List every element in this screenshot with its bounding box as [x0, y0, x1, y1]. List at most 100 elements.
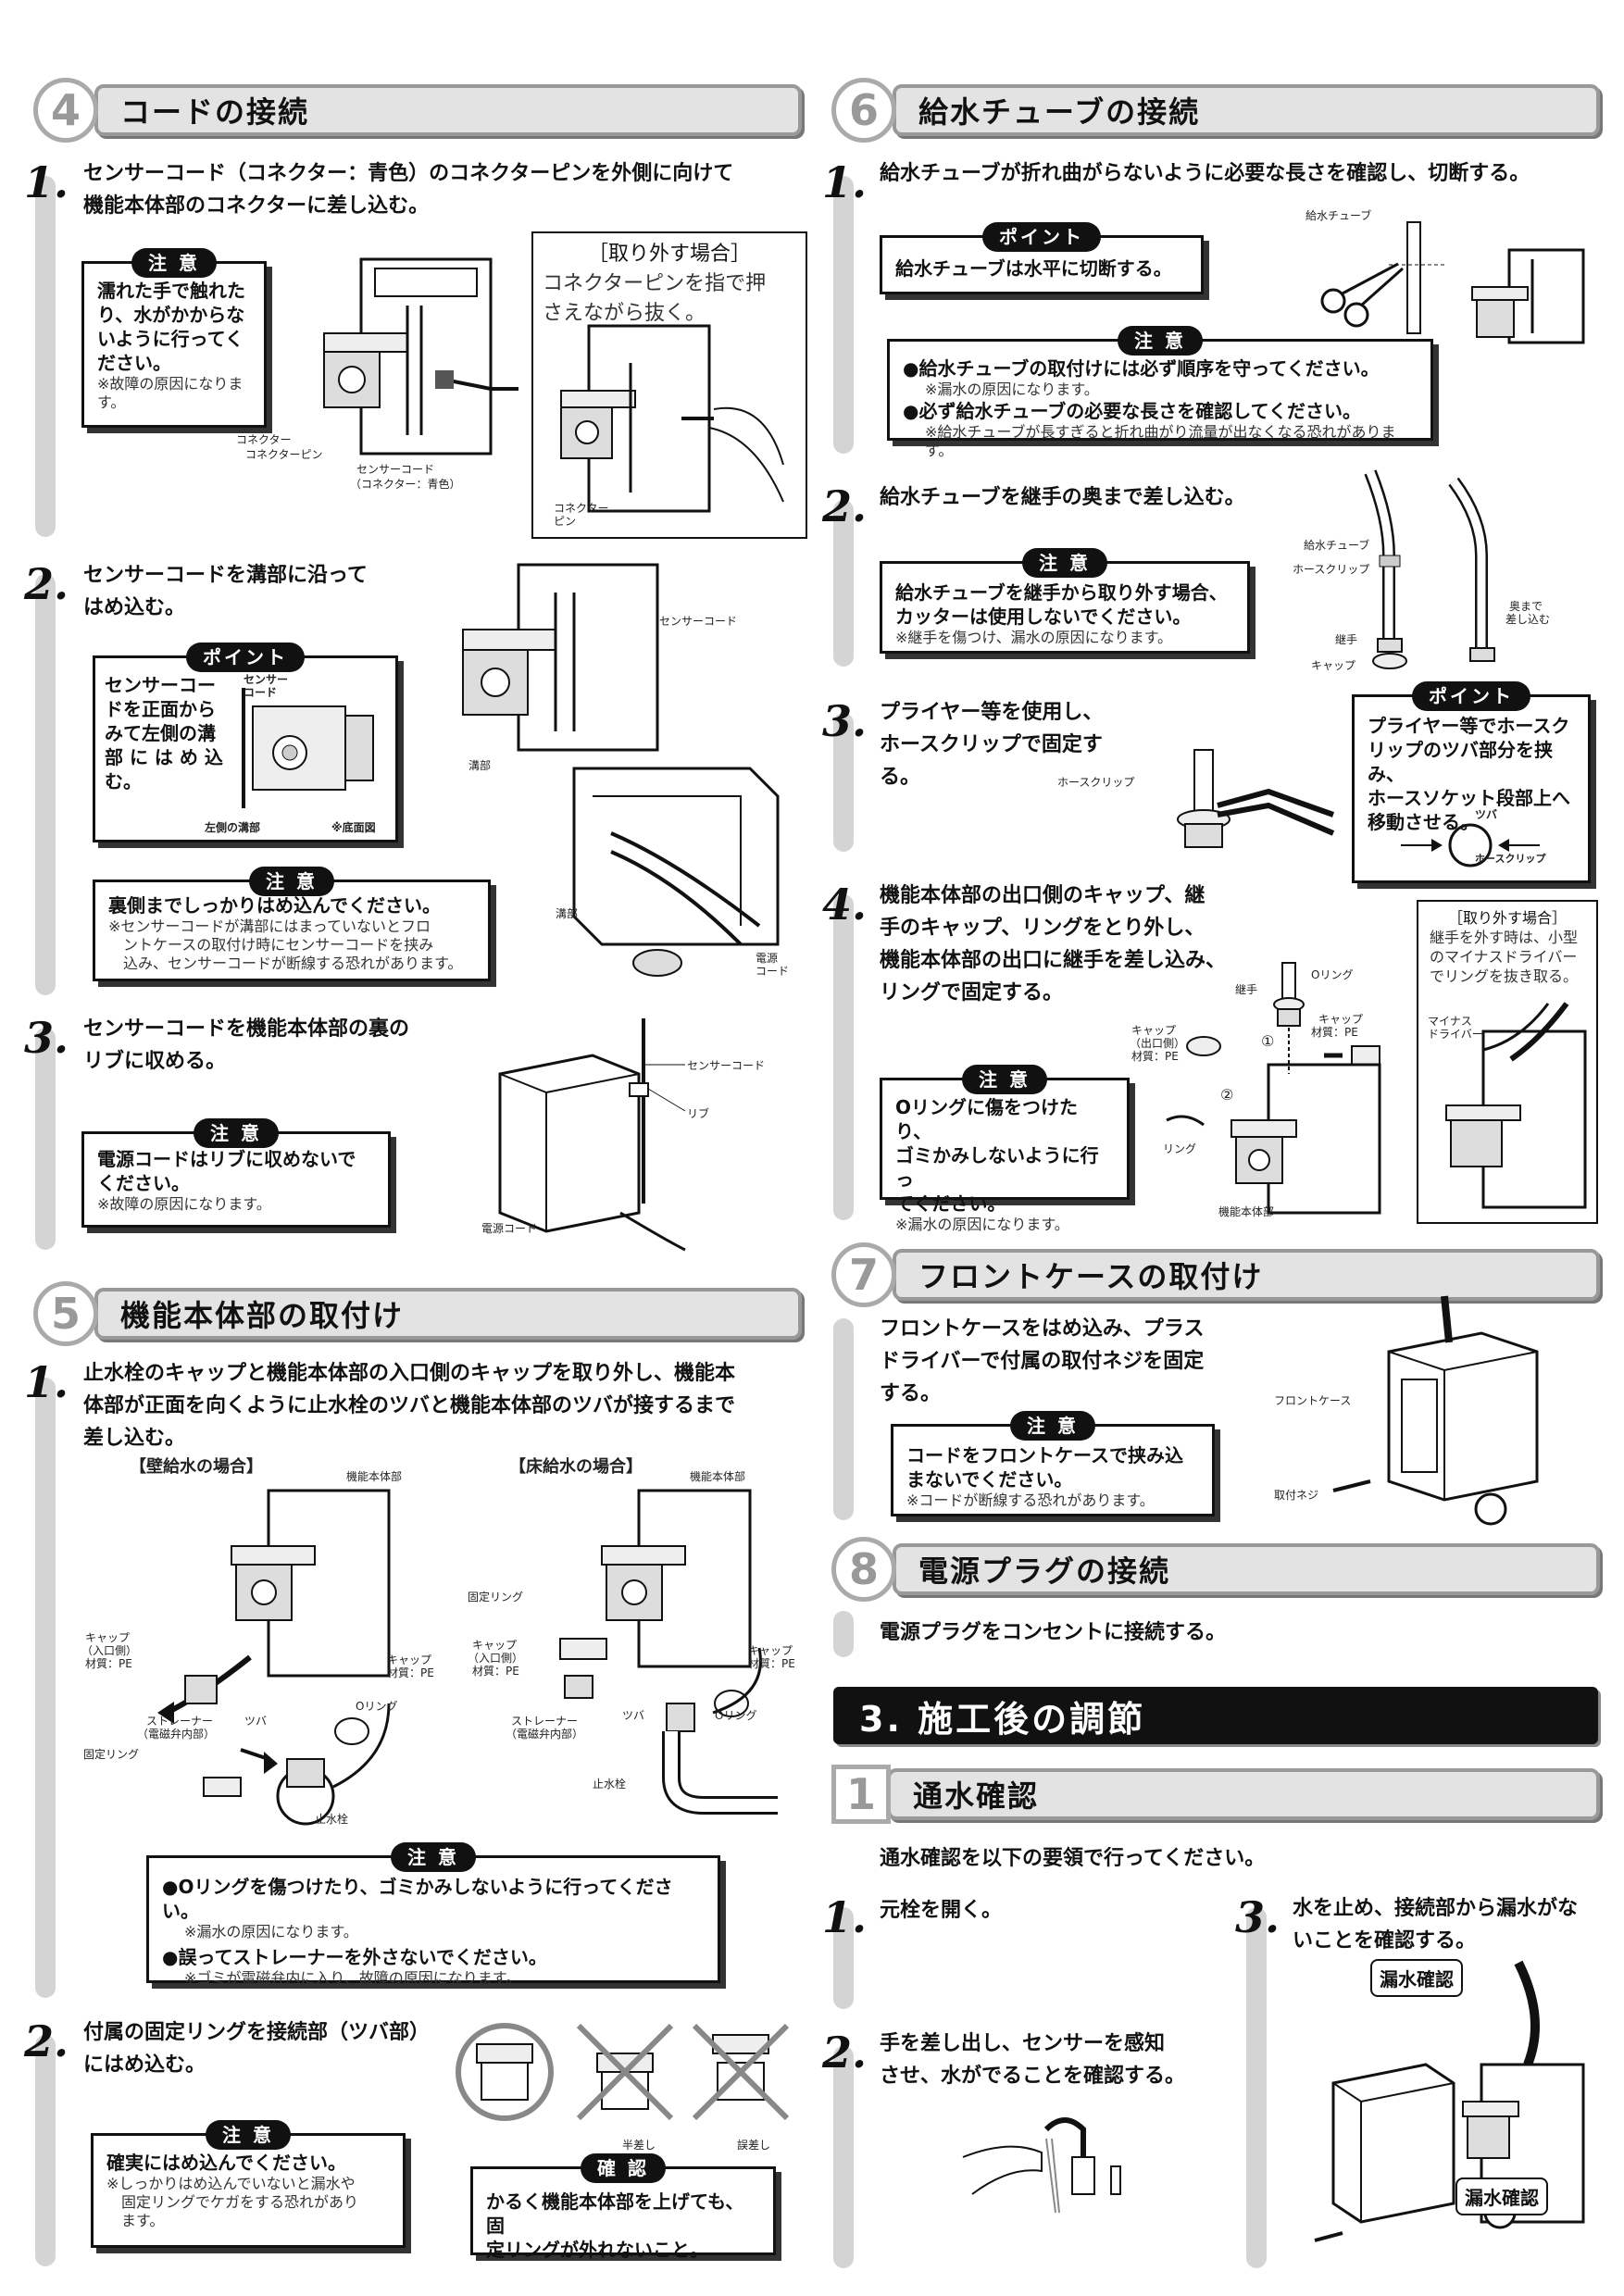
point-box: ポイント センサーコー ドを正面から みて左側の溝 部 に は め 込 む。 セ…	[93, 643, 398, 842]
removal-panel: ［取り外す場合］ コネクターピンを指で押 さえながら抜く。 コネクター ピン	[531, 231, 807, 539]
label-flange: ツバ	[244, 1715, 268, 1728]
groove-illustration	[242, 688, 374, 808]
step-number: 1.	[822, 1892, 868, 1942]
label-sensor: センサー	[244, 673, 289, 686]
check-box: 確 認 かるく機能本体部を上げても、固 定リングが外れないこと。	[470, 2153, 776, 2261]
label-ring: リング	[1163, 1142, 1197, 1155]
step-bar	[833, 1611, 854, 1657]
floor-supply-illustration	[559, 1489, 778, 1815]
removal-line: でリングを抜き取る。	[1430, 967, 1579, 985]
point-badge: ポイント	[1412, 681, 1530, 711]
note-line: ホースソケット段部上へ	[1368, 787, 1570, 809]
label-cap-inlet: （入口側）	[81, 1644, 138, 1657]
clip-detail-illustration	[1401, 823, 1540, 867]
label-joint: 継手	[1335, 633, 1358, 646]
label-insert: 差し込む	[1505, 613, 1551, 626]
section-number: 8	[831, 1537, 896, 1602]
label-stop-valve: 止水栓	[593, 1778, 627, 1791]
note-sub: ※センサーコードが溝部にはまっていないとフロ	[108, 917, 431, 935]
section-number: 5	[33, 1281, 98, 1346]
caution-box: 注 意 濡れた手で触れた り、水がかからな いように行ってく ださい。 ※故障の…	[81, 248, 267, 428]
label-bottom-view: ※底面図	[331, 821, 376, 834]
step-number: 3.	[24, 1013, 69, 1063]
caution-badge: 注 意	[206, 2120, 291, 2150]
note-sub: ※コードが断線する恐れがあります。	[906, 1491, 1155, 1509]
label-cap-material: 材質：PE	[472, 1665, 519, 1678]
step-text: 手を差し出し、センサーを感知 させ、水がでることを確認する。	[880, 2028, 1250, 2092]
label-front-case: フロントケース	[1274, 1394, 1352, 1407]
text-line: 体部が正面を向くように止水栓のツバと機能本体部のツバが接するまで	[83, 1394, 736, 1417]
removal-line: 継手を外す時は、小型	[1430, 929, 1579, 946]
floor-supply-heading: 【床給水の場合】	[509, 1457, 643, 1477]
label-fixing-ring: 固定リング	[468, 1591, 524, 1603]
caution-badge: 注 意	[131, 248, 217, 278]
step-number: 4.	[822, 880, 868, 930]
note-line: む。	[105, 770, 142, 792]
label-step-circle-1: ①	[1261, 1032, 1275, 1050]
section-title: コードの接続	[94, 84, 802, 136]
label-connector: コネクター	[236, 433, 292, 446]
front-case-illustration	[1332, 1295, 1539, 1526]
note-sub: ※しっかりはめ込んでいないと漏水や	[106, 2175, 356, 2192]
note-sub: ※故障の原因になりま	[97, 375, 244, 393]
note-line: 移動させる。	[1368, 811, 1479, 833]
label-connector: コネクター	[554, 502, 609, 515]
removal-title: ［取り外す場合］	[1447, 909, 1567, 927]
section-title: 給水チューブの接続	[893, 84, 1600, 136]
label-sensor-cord: センサーコード	[659, 615, 738, 628]
note-line: 電源コードはリブに収めないで	[97, 1148, 356, 1170]
section-number: 6	[831, 78, 896, 143]
note-line: ●Oリングを傷つけたり、ゴミかみしないように行ってください。	[162, 1876, 673, 1922]
caution-box: 注 意 Oリングに傷をつけたり、 ゴミかみしないように行っ てください。 ※漏水…	[880, 1065, 1130, 1233]
step-number: 1.	[24, 1357, 69, 1407]
text-line: させ、水がでることを確認する。	[880, 2065, 1186, 2088]
removal-line: のマイナスドライバー	[1430, 948, 1578, 966]
step-bar	[833, 713, 854, 852]
leak-check-callout: 漏水確認	[1455, 2177, 1548, 2215]
note-line: プライヤー等でホースク	[1368, 715, 1570, 737]
note-line: 確実にはめ込んでください。	[106, 2152, 346, 2174]
label-stop-valve: 止水栓	[315, 1813, 349, 1826]
tube-cut-illustration	[1320, 221, 1585, 344]
label-power: 電源	[756, 952, 779, 965]
chapter-title: 3. 施工後の調節	[833, 1687, 1598, 1744]
label-flange: ツバ	[1475, 808, 1498, 821]
step-bar	[35, 176, 56, 537]
step-text: フロントケースをはめ込み、プラス ドライバーで付属の取付ネジを固定 する。	[880, 1313, 1250, 1410]
step-number: 2.	[822, 2028, 868, 2078]
step-number: 2.	[24, 559, 69, 609]
section-title: 通水確認	[887, 1768, 1600, 1820]
step-bar	[833, 1318, 854, 1520]
section-6-header: 6 給水チューブの接続	[831, 78, 1600, 143]
note-line: ●必ず給水チューブの必要な長さを確認してください。	[903, 400, 1362, 422]
label-cap-outlet: （出口側）	[1130, 1037, 1186, 1050]
text-line: ホースクリップで固定す	[880, 733, 1103, 756]
step-number: 2.	[822, 481, 868, 531]
label-tube: 給水チューブ	[1305, 209, 1372, 222]
note-sub: ントケースの取付け時にセンサーコードを挟み	[123, 936, 434, 954]
section-7-header: 7 フロントケースの取付け	[831, 1242, 1600, 1307]
label-cap: キャップ	[85, 1631, 131, 1644]
label-cap-material: 材質：PE	[748, 1657, 795, 1670]
step-text: センサーコード（コネクター：青色）のコネクターピンを外側に向けて 機能本体部のコ…	[83, 157, 806, 222]
label-tube: 給水チューブ	[1304, 539, 1370, 552]
step-number: 1.	[822, 157, 868, 207]
point-badge: ポイント	[982, 222, 1101, 252]
note-sub: ます。	[121, 2212, 165, 2229]
point-box: ポイント 給水チューブは水平に切断する。	[880, 222, 1204, 294]
text-line: フロントケースをはめ込み、プラス	[880, 1317, 1205, 1341]
step-number: 1.	[24, 157, 69, 207]
removal-title: ［取り外す場合］	[587, 243, 751, 266]
note-line: ください。	[97, 1172, 190, 1194]
text-line: る。	[880, 766, 921, 789]
label-strainer-sub: （電磁弁内部）	[137, 1728, 216, 1741]
caution-badge: 注 意	[1022, 548, 1107, 578]
step-number: 3.	[822, 696, 868, 746]
note-sub: ※故障の原因になります。	[97, 1195, 271, 1213]
note-line: かるく機能本体部を上げても、固	[486, 2190, 744, 2237]
note-sub: ※漏水の原因になります。	[895, 1216, 1069, 1233]
point-badge: ポイント	[186, 643, 305, 672]
text-line: 付属の固定リングを接続部（ツバ部）	[83, 2021, 431, 2044]
text-line: リングで固定する。	[880, 981, 1064, 1004]
note-line: センサーコー	[105, 674, 216, 696]
